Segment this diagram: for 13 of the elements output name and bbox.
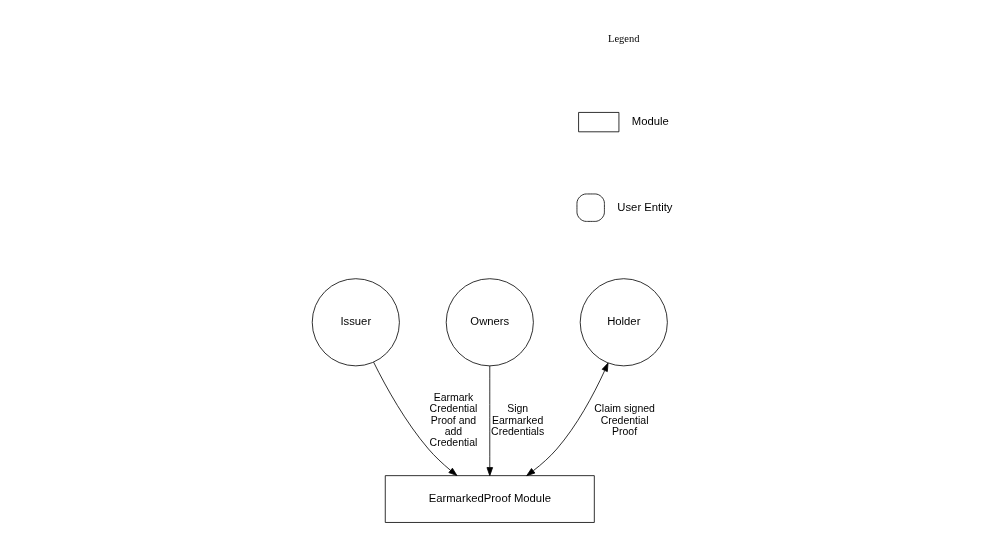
legend-label: Module [631, 115, 669, 128]
arrow [372, 361, 457, 476]
node-circle: Holder [579, 278, 668, 367]
edge-label: Claim signed Credential Proof [593, 403, 655, 437]
edge-label: Earmark Credential Proof and add Credential [429, 391, 477, 449]
node-circle: Issuer [311, 278, 400, 367]
label: Legend [607, 32, 640, 44]
arrow [486, 365, 493, 477]
arrow [525, 362, 608, 477]
edge-label: Sign Earmarked Credentials [490, 403, 544, 437]
legend-label: User Entity [616, 200, 672, 213]
node-circle: Owners [445, 278, 534, 367]
node-box: EarmarkedProof Module [384, 475, 595, 523]
